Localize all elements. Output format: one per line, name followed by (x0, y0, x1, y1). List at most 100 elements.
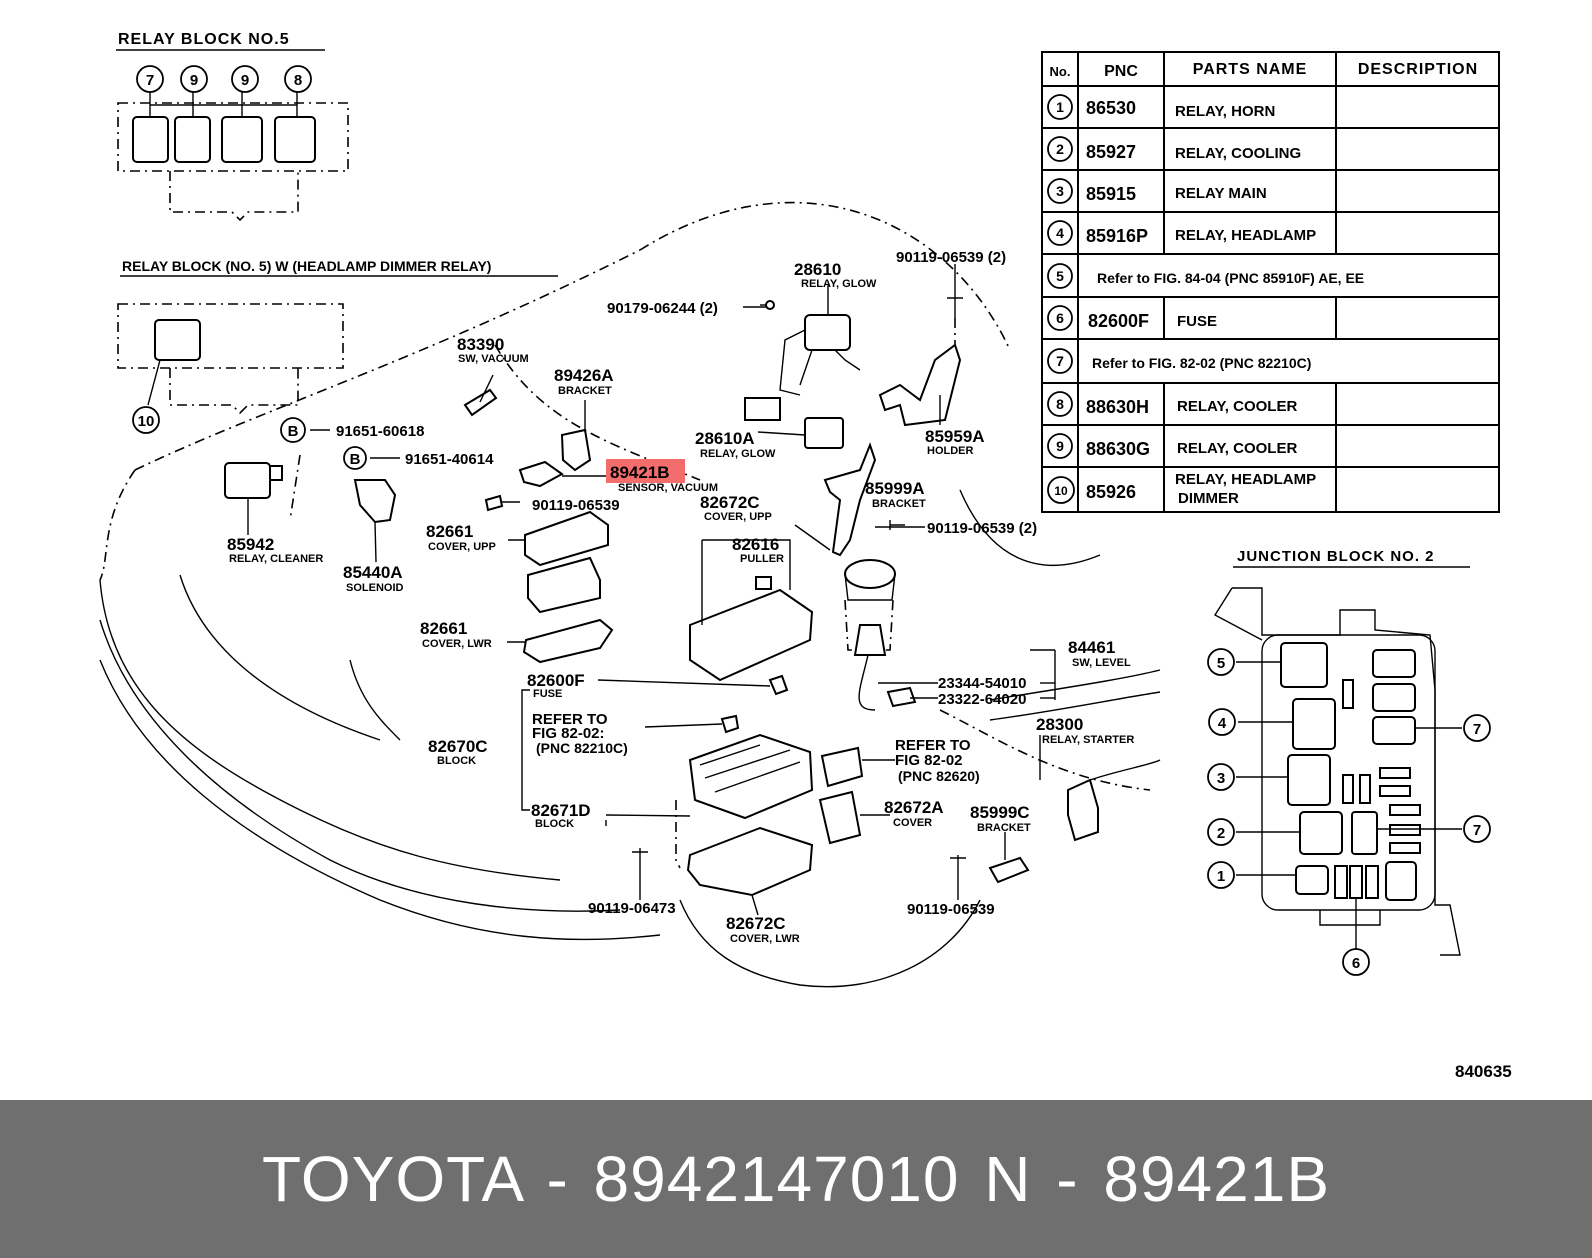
part-number: 82600F (527, 671, 585, 690)
table-row-pnc: 85915 (1086, 184, 1136, 204)
relay-slot-lower (1385, 861, 1417, 901)
part-number: 28610 (794, 260, 841, 279)
bracket-c (988, 856, 1030, 884)
relay-block-no5: RELAY BLOCK NO.5 7 9 9 8 (116, 31, 349, 222)
part-number: 85999A (865, 479, 925, 498)
fuse-block-small (527, 556, 601, 614)
part-name: BLOCK (535, 818, 574, 830)
reference-note: (PNC 82210C) (536, 740, 628, 756)
part-number: 82672A (884, 798, 944, 817)
part-labels: 28610 RELAY, GLOW 90119-06539 (2) 90179-… (227, 249, 1512, 1081)
headlamp-dimmer-relay (154, 319, 201, 361)
part-name: HOLDER (927, 445, 974, 457)
table-row-number: 3 (1056, 183, 1064, 199)
callout-number: 9 (190, 72, 198, 89)
table-header: DESCRIPTION (1358, 61, 1478, 78)
car-body-outline (99, 201, 1161, 988)
part-name: SW, VACUUM (458, 353, 529, 365)
relay-slot (174, 116, 211, 163)
table-row-number: 4 (1056, 225, 1064, 241)
part-number: 85440A (343, 563, 403, 582)
footer-banner: TOYOTA - 8942147010 N - 89421B (0, 1100, 1592, 1258)
fuse-slot (1342, 679, 1354, 709)
fuse-slot (1379, 785, 1411, 797)
highlight-marker (606, 459, 685, 483)
reference-note: REFER TO (895, 737, 971, 754)
table-row-name: RELAY, HEADLAMP (1175, 227, 1316, 244)
table-row-pnc: 86530 (1086, 98, 1136, 118)
figure-code: 840635 (1455, 1062, 1512, 1081)
table-row-pnc: 82600F (1088, 311, 1149, 331)
reference-note: FIG 82-02: (532, 725, 605, 742)
relay-slot-1 (1295, 865, 1329, 895)
part-number: 91651-60618 (336, 423, 424, 440)
part-name: BRACKET (558, 385, 612, 397)
relay-block-no5-w: RELAY BLOCK (NO. 5) W (HEADLAMP DIMMER R… (117, 258, 558, 434)
relay-slot (221, 116, 263, 163)
table-row-reference: Refer to FIG. 84-04 (PNC 85910F) AE, EE (1097, 270, 1364, 286)
part-name: COVER, UPP (428, 541, 496, 553)
table-row-number: 6 (1056, 310, 1064, 326)
table-row-number: 2 (1056, 141, 1064, 157)
cover-lower-large (686, 826, 814, 897)
cover-upper-large (689, 588, 814, 682)
callout-number: 1 (1217, 868, 1225, 885)
table-row-name: RELAY, COOLING (1175, 145, 1301, 162)
cover-lower (522, 618, 614, 664)
part-name: SW, LEVEL (1072, 657, 1131, 669)
relay-block-no5w-title: RELAY BLOCK (NO. 5) W (HEADLAMP DIMMER R… (122, 258, 491, 274)
callout-number: 7 (1473, 822, 1481, 839)
callout-number: 9 (241, 72, 249, 89)
relay-slot (132, 116, 169, 163)
part-number: 82672C (726, 914, 786, 933)
part-name: COVER, UPP (704, 511, 772, 523)
parts-table: No. PNC PARTS NAME DESCRIPTION 1 86530 R… (1041, 51, 1500, 513)
relay-slot-7 (1372, 716, 1416, 745)
vacuum-sensor (518, 460, 564, 488)
reference-note: (PNC 82620) (898, 768, 980, 784)
glow-relay-small (804, 417, 844, 449)
bracket (560, 428, 592, 472)
part-number: 84461 (1068, 638, 1115, 657)
part-number: 82671D (531, 801, 591, 820)
table-row-pnc: 85927 (1086, 142, 1136, 162)
relay-slot-3 (1287, 754, 1331, 806)
table-row-reference: Refer to FIG. 82-02 (PNC 82210C) (1092, 355, 1311, 371)
table-row-number: 5 (1056, 268, 1064, 284)
part-number: 90119-06539 (907, 901, 995, 918)
part-number-highlighted: 89421B (610, 463, 670, 482)
callout-number: 5 (1217, 655, 1225, 672)
part-name: BLOCK (437, 755, 476, 767)
starter-relay (1067, 778, 1099, 842)
part-name: RELAY, STARTER (1042, 734, 1134, 746)
cover (818, 790, 862, 845)
part-number: 28300 (1036, 715, 1083, 734)
part-number: 28610A (695, 429, 755, 448)
callout-number: 4 (1218, 715, 1227, 732)
part-number: 83390 (457, 335, 504, 354)
table-row-name-line2: DIMMER (1178, 490, 1239, 507)
table-row-pnc: 88630H (1086, 397, 1149, 417)
table-row-name: RELAY, HORN (1175, 103, 1275, 120)
relay-slot-upper (1372, 649, 1416, 678)
fuse (768, 674, 789, 696)
leader-lines (310, 264, 1056, 916)
part-number: 85959A (925, 427, 985, 446)
part-number: 90179-06244 (2) (607, 300, 718, 317)
part-name: RELAY, CLEANER (229, 553, 323, 565)
table-row-pnc: 85926 (1086, 482, 1136, 502)
fuse-slot (1359, 774, 1371, 804)
part-name: RELAY, GLOW (801, 278, 877, 290)
part-number: 82661 (420, 619, 467, 638)
table-row-name: RELAY, COOLER (1177, 440, 1297, 457)
callout-number: 7 (1473, 721, 1481, 738)
part-name: PULLER (740, 553, 784, 565)
callout-number: 6 (1352, 955, 1360, 972)
part-name: BRACKET (872, 498, 926, 510)
table-row-number: 9 (1056, 438, 1064, 454)
footer-part-info: TOYOTA - 8942147010 N - 89421B (261, 1143, 1331, 1215)
puller (755, 576, 772, 590)
table-header: No. (1050, 64, 1071, 79)
fuse-slot-6 (1334, 865, 1348, 899)
parts-diagram: RELAY BLOCK NO.5 7 9 9 8 RELAY BLOCK (NO… (99, 31, 1512, 1081)
